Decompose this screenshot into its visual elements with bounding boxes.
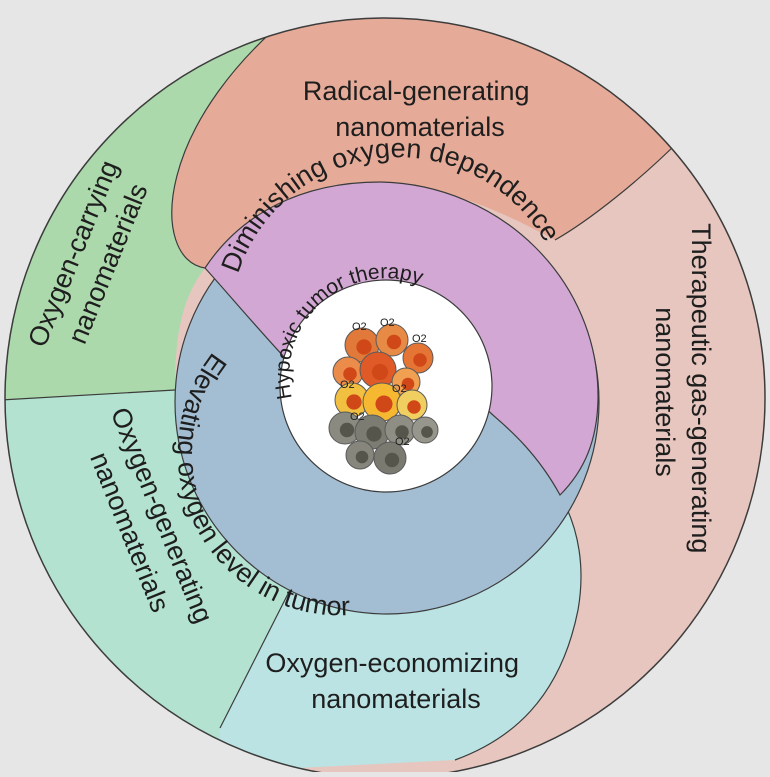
label-therapeutic-gas-generating: Therapeutic gas-generating nanomaterials	[650, 223, 716, 561]
o2-molecule-icon: O2	[380, 317, 395, 329]
tumor-cell-nucleus	[343, 367, 357, 381]
tumor-cell-nucleus	[401, 377, 415, 391]
tumor-cell-nucleus	[395, 425, 409, 439]
o2-molecule-icon: O2	[350, 411, 365, 423]
o2-molecule-icon: O2	[395, 436, 410, 448]
tumor-cell-nucleus	[371, 363, 389, 381]
tumor-cell-nucleus	[375, 395, 393, 413]
tumor-cell-nucleus	[339, 422, 355, 438]
outer-circle-outline	[4, 17, 766, 777]
o2-molecule-icon: O2	[340, 379, 355, 391]
o2-molecule-icon: O2	[392, 383, 407, 395]
o2-molecule-icon: O2	[352, 321, 367, 333]
tumor-cell-nucleus	[366, 426, 382, 442]
tumor-cell-nucleus	[346, 394, 362, 410]
tumor-cell-nucleus	[355, 450, 369, 464]
segment-border	[5, 18, 681, 761]
tumor-cell-nucleus	[384, 452, 400, 468]
tumor-cell-nucleus	[356, 339, 372, 355]
label-radical-generating: Radical-generating nanomaterials	[303, 76, 537, 142]
label-oxygen-economizing: Oxygen-economizing nanomaterials	[265, 648, 526, 714]
tumor-cell-nucleus	[407, 400, 421, 414]
tumor-cell-nucleus	[413, 353, 427, 367]
o2-molecule-icon: O2	[412, 333, 427, 345]
tumor-cell-nucleus	[386, 334, 402, 350]
tumor-cell-nucleus	[421, 426, 433, 438]
